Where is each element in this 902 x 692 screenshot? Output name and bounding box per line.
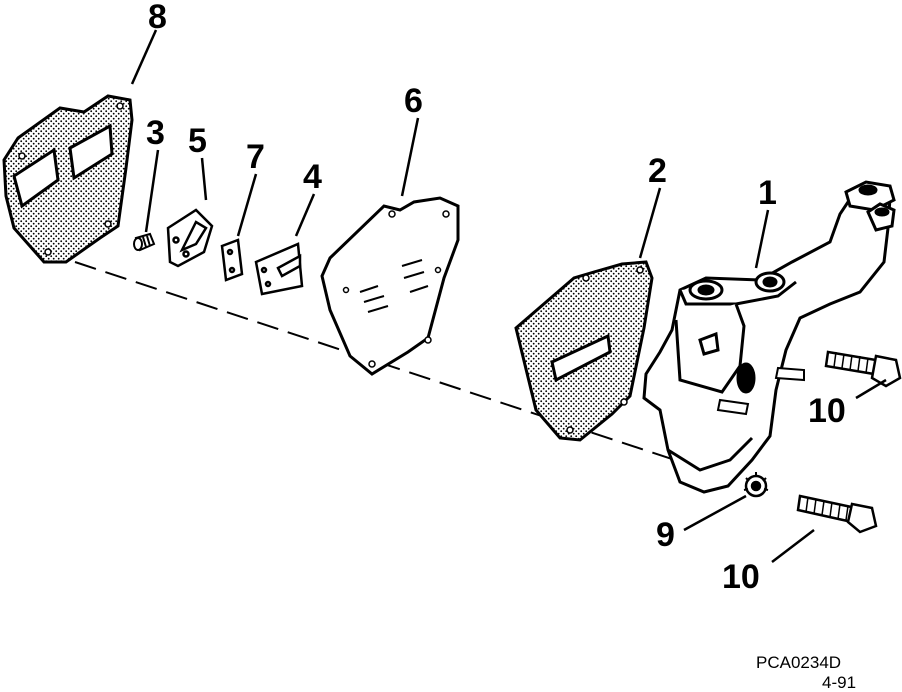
figure-date: 4-91 bbox=[822, 673, 857, 692]
leader-lines bbox=[130, 29, 887, 563]
callout-7: 7 bbox=[246, 138, 265, 176]
callout-1: 1 bbox=[758, 174, 777, 212]
part-8-gasket bbox=[2, 94, 134, 264]
part-2-gasket bbox=[514, 260, 654, 442]
callout-2: 2 bbox=[648, 152, 667, 190]
callout-10-lower: 10 bbox=[722, 558, 760, 596]
part-4-reed-petal bbox=[254, 242, 304, 296]
callout-5: 5 bbox=[188, 122, 207, 160]
callout-8: 8 bbox=[148, 0, 167, 36]
part-1-reed-housing bbox=[642, 180, 896, 494]
callout-6: 6 bbox=[404, 82, 423, 120]
callout-3: 3 bbox=[146, 114, 165, 152]
figure-code: PCA0234D bbox=[756, 653, 842, 672]
part-10-bolt-lower bbox=[796, 494, 878, 534]
part-9-lockwasher bbox=[743, 472, 769, 498]
callout-10-upper: 10 bbox=[808, 392, 846, 430]
part-10-bolt-upper bbox=[824, 350, 902, 388]
part-7-plate bbox=[220, 238, 244, 282]
part-3-screw bbox=[133, 232, 156, 252]
part-5-reed-stop bbox=[166, 208, 214, 268]
part-6-reed-plate bbox=[320, 196, 460, 376]
callout-9: 9 bbox=[656, 516, 675, 554]
callout-4: 4 bbox=[303, 158, 322, 196]
